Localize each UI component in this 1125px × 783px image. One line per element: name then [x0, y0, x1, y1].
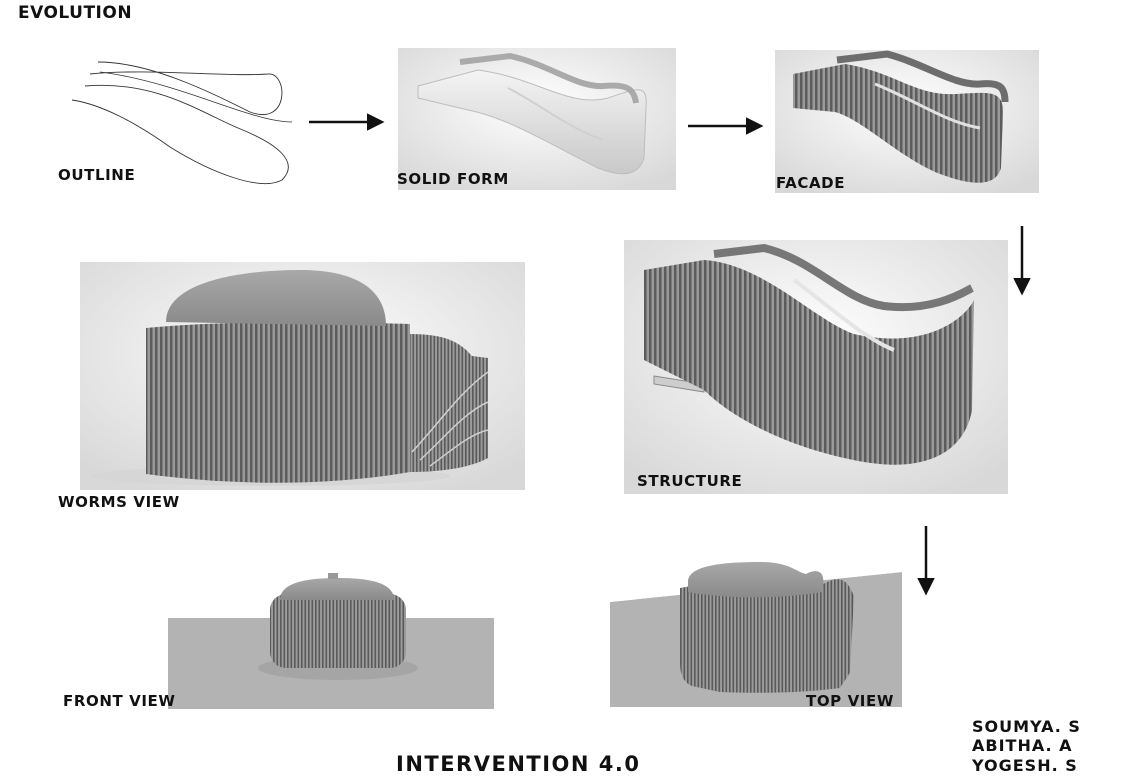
- label-solid-form: SOLID FORM: [397, 170, 509, 188]
- label-front-view: FRONT VIEW: [63, 692, 176, 710]
- arrow-right-icon: [688, 117, 764, 135]
- worms-view-render: [80, 262, 525, 490]
- author-name: YOGESH. S: [972, 756, 1078, 775]
- author-name: ABITHA. A: [972, 736, 1073, 755]
- label-structure: STRUCTURE: [637, 472, 743, 490]
- top-view-render: [610, 552, 902, 707]
- outline-sketch: [71, 61, 293, 184]
- structure-render: [624, 240, 1008, 494]
- label-top-view: TOP VIEW: [806, 692, 894, 710]
- arrow-down-icon: [917, 526, 935, 596]
- facade-render: [775, 50, 1039, 193]
- front-view-render: [168, 572, 494, 709]
- page-title: EVOLUTION: [18, 3, 133, 23]
- arrow-right-icon: [309, 113, 385, 131]
- solid-form-render: [398, 48, 676, 190]
- label-facade: FACADE: [776, 174, 846, 192]
- arrow-down-icon: [1013, 226, 1031, 296]
- label-worms-view: WORMS VIEW: [58, 493, 180, 511]
- intervention-title: INTERVENTION 4.0: [396, 752, 641, 776]
- author-name: SOUMYA. S: [972, 717, 1081, 736]
- label-outline: OUTLINE: [58, 166, 136, 184]
